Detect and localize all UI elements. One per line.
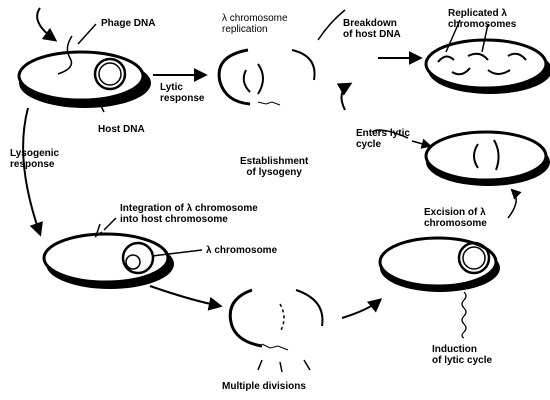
multiple-divisions-cell	[230, 290, 322, 372]
label-breakdown-host-dna: Breakdown of host DNA	[343, 18, 401, 40]
label-lambda-replication: λ chromosome replication	[222, 13, 288, 35]
replication-cell	[219, 50, 314, 105]
label-host-dna: Host DNA	[98, 124, 145, 135]
label-lambda-chromosome: λ chromosome	[206, 245, 277, 256]
lysogenic-response-arrow	[23, 108, 40, 234]
label-lysogenic-response: Lysogenic response	[10, 148, 59, 170]
infected-host-cell	[19, 24, 151, 108]
label-replicated-lambda: Replicated λ chromosomes	[448, 8, 516, 30]
breakdown-arrow-in	[318, 10, 345, 40]
label-integration: Integration of λ chromosome into host ch…	[120, 203, 258, 225]
label-induction: Induction of lytic cycle	[432, 344, 492, 366]
label-establishment-lysogeny: Establishment of lysogeny	[240, 156, 308, 178]
integration-cell	[44, 218, 174, 289]
label-phage-dna: Phage DNA	[101, 18, 155, 29]
division-arrow	[150, 286, 220, 306]
replicated-chromosome-cell	[426, 20, 550, 94]
return-arrow	[341, 84, 350, 110]
excision-cell	[380, 238, 500, 292]
infection-arrow	[37, 8, 55, 40]
excision-arrow	[508, 190, 516, 218]
label-enters-lytic-cycle: Enters lytic cycle	[356, 128, 410, 150]
to-excision-arrow	[342, 300, 380, 318]
induction-wave	[462, 292, 466, 338]
label-lytic-response: Lytic response	[160, 82, 204, 104]
label-multiple-divisions: Multiple divisions	[222, 381, 306, 392]
label-excision: Excision of λ chromosome	[424, 207, 487, 229]
lytic-entry-cell	[426, 132, 550, 186]
